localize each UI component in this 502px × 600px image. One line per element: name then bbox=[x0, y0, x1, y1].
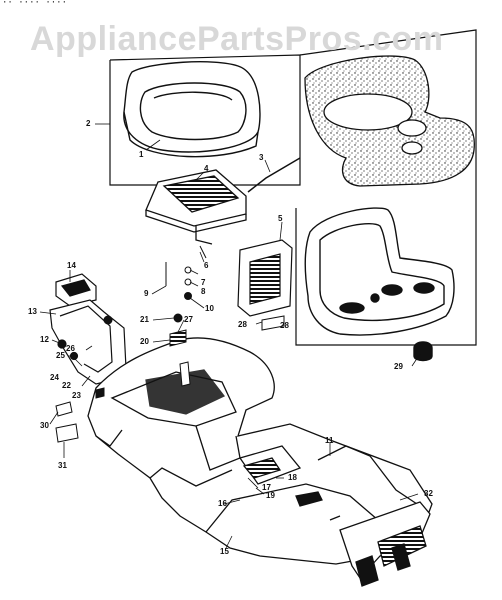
callout-18: 18 bbox=[288, 473, 297, 482]
callout-29: 29 bbox=[394, 362, 403, 371]
callout-16: 16 bbox=[218, 499, 227, 508]
seat-cushion bbox=[123, 61, 261, 158]
callout-2: 2 bbox=[86, 119, 91, 128]
watermark: AppliancePartsPros.com bbox=[30, 20, 444, 58]
callout-12: 12 bbox=[40, 335, 49, 344]
callout-14: 14 bbox=[67, 261, 76, 270]
callout-1: 1 bbox=[139, 150, 144, 159]
seat-bracket bbox=[237, 239, 293, 317]
callout-8: 8 bbox=[201, 287, 206, 296]
small-parts bbox=[55, 313, 285, 443]
header-fragment: ·· ···· ···· bbox=[2, 0, 68, 8]
callout-7: 7 bbox=[201, 278, 206, 287]
callout-25: 25 bbox=[56, 351, 65, 360]
callout-20: 20 bbox=[140, 337, 149, 346]
fender-bracket-left bbox=[49, 273, 127, 385]
alt-seat-group-frame bbox=[295, 29, 477, 346]
callout-28a: 28 bbox=[238, 320, 247, 329]
callout-4: 4 bbox=[204, 164, 209, 173]
callout-22: 22 bbox=[62, 381, 71, 390]
callout-17: 17 bbox=[262, 483, 271, 492]
callout-13: 13 bbox=[28, 307, 37, 316]
frame-rails bbox=[339, 501, 431, 587]
tractor-body bbox=[87, 337, 433, 565]
callout-10: 10 bbox=[205, 304, 214, 313]
callout-11: 11 bbox=[325, 436, 334, 445]
callout-32: 32 bbox=[424, 489, 433, 498]
callout-28b: 28 bbox=[280, 321, 289, 330]
callout-24: 24 bbox=[50, 373, 59, 382]
seat-spring-rod bbox=[247, 157, 301, 193]
seat-pan bbox=[145, 169, 247, 245]
callout-30: 30 bbox=[40, 421, 49, 430]
seat-group-frame bbox=[109, 54, 301, 186]
callout-5: 5 bbox=[278, 214, 283, 223]
callout-23: 23 bbox=[72, 391, 81, 400]
callout-9: 9 bbox=[144, 289, 149, 298]
callout-15: 15 bbox=[220, 547, 229, 556]
callout-3: 3 bbox=[259, 153, 264, 162]
alt-seat-molded bbox=[304, 207, 455, 362]
callout-26: 26 bbox=[66, 344, 75, 353]
callout-21: 21 bbox=[140, 315, 149, 324]
leader-lines bbox=[39, 123, 421, 549]
alt-seat-top bbox=[304, 55, 475, 187]
callout-31: 31 bbox=[58, 461, 67, 470]
callout-19: 19 bbox=[266, 491, 275, 500]
callout-6: 6 bbox=[204, 261, 209, 270]
callout-27: 27 bbox=[184, 315, 193, 324]
hardware-stack bbox=[165, 245, 207, 300]
